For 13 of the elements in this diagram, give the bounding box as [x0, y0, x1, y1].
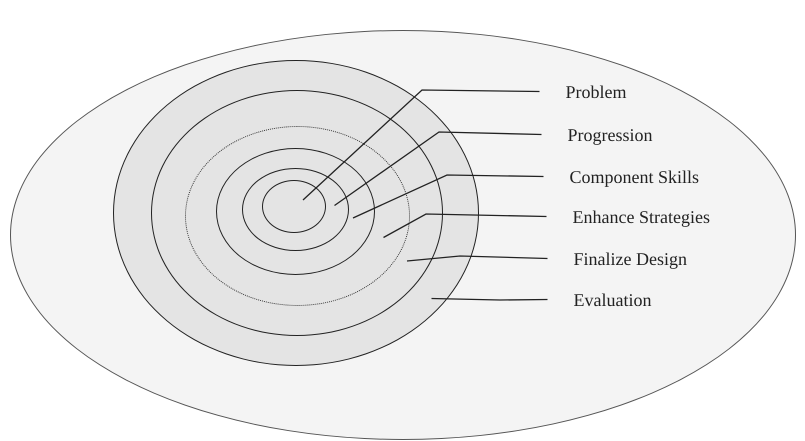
leader-line — [406, 255, 548, 262]
stage-label: Evaluation — [548, 288, 652, 310]
leader-line — [431, 298, 548, 301]
stage-label: Problem — [540, 80, 626, 102]
stage-label: Enhance Strategies — [546, 206, 710, 228]
stage-label: Progression — [542, 124, 652, 146]
center-ellipse — [262, 180, 326, 233]
leader-line — [334, 131, 542, 206]
leader-line — [352, 174, 544, 219]
stage-label: Component Skills — [544, 166, 700, 188]
leader-line — [302, 89, 540, 200]
leader-line — [383, 213, 547, 238]
stage-label: Finalize Design — [548, 248, 687, 270]
